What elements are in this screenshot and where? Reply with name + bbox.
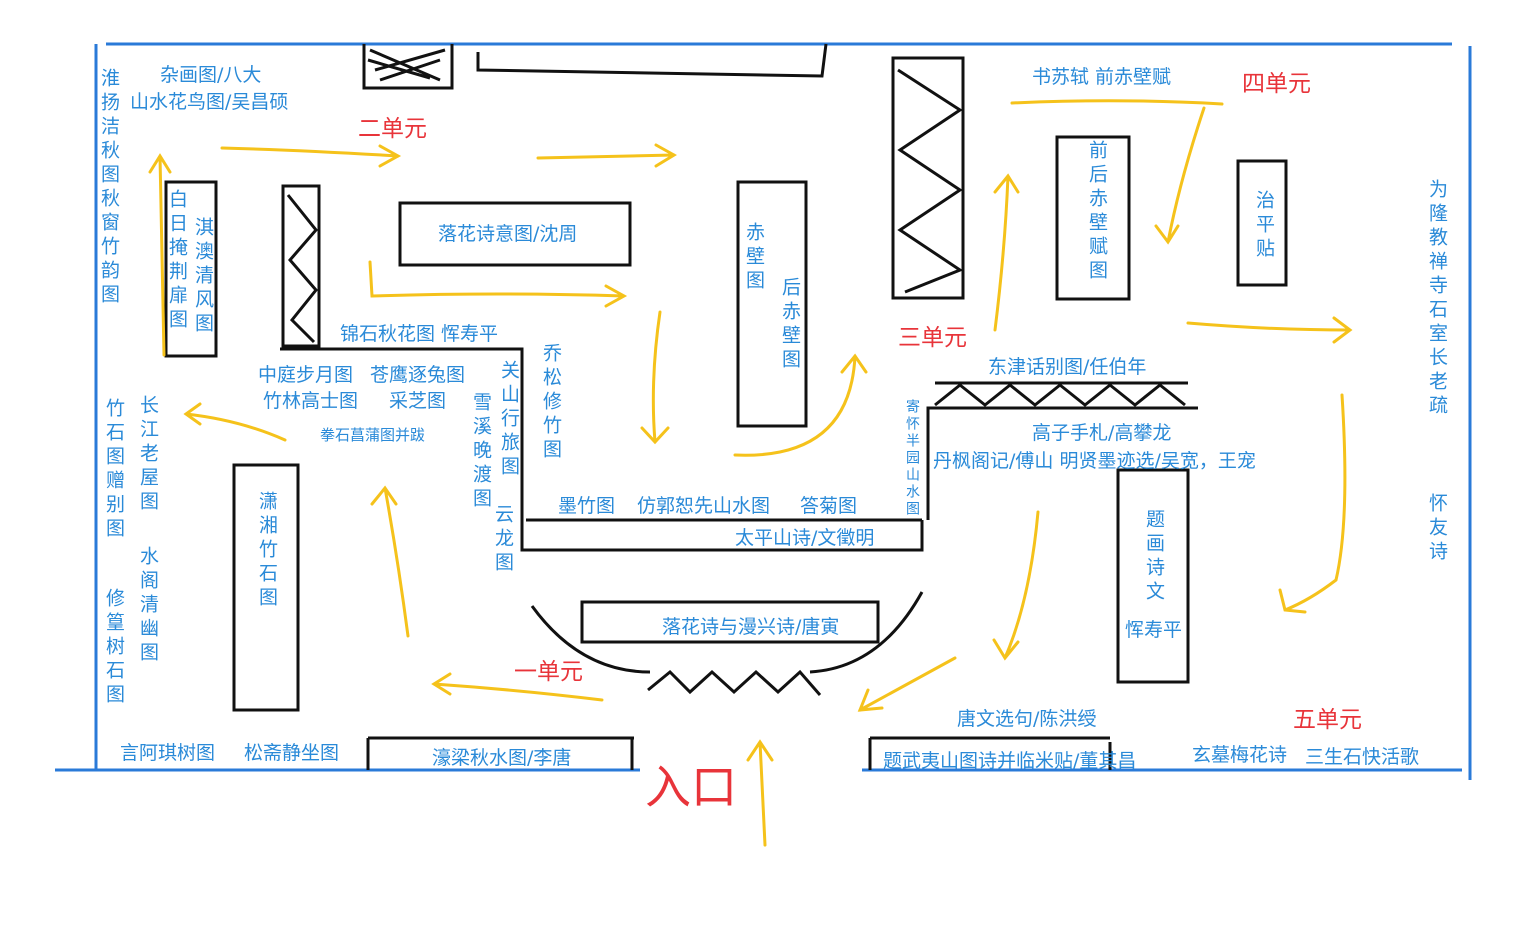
artwork-label: 落花诗与漫兴诗/唐寅 <box>662 616 840 638</box>
artwork-label-vertical: 乔松修竹图 <box>540 343 562 463</box>
artwork-label: 锦石秋花图 恽寿平 <box>340 323 499 345</box>
artwork-label: 三生石快活歌 <box>1305 746 1420 768</box>
artwork-label: 墨竹图 <box>558 495 616 517</box>
artwork-label-vertical: 竹石图赠别图 <box>103 398 125 542</box>
artwork-label: 太平山诗/文徵明 <box>735 527 875 549</box>
artwork-label: 山水花鸟图/吴昌硕 <box>130 91 289 113</box>
artwork-label-vertical: 题画诗文 <box>1143 509 1165 605</box>
artwork-label: 濠梁秋水图/李唐 <box>432 747 572 769</box>
artwork-label-vertical: 水阁清幽图 <box>137 546 159 666</box>
artwork-label: 中庭步月图 <box>258 364 354 386</box>
artwork-label: 采芝图 <box>389 390 447 412</box>
artwork-label: 高子手札/高攀龙 <box>1032 422 1172 444</box>
artwork-label-vertical: 治平贴 <box>1253 190 1275 262</box>
artwork-label: 竹林高士图 <box>263 390 359 412</box>
unit-label-5: 五单元 <box>1293 707 1362 733</box>
artwork-label: 杂画图/八大 <box>160 64 262 86</box>
artwork-label-vertical: 云龙图 <box>492 504 514 576</box>
unit-label-4: 四单元 <box>1242 71 1311 97</box>
artwork-label: 丹枫阁记/傅山 明贤墨迹选/吴宽，王宠 <box>933 450 1256 472</box>
unit-label-1: 一单元 <box>514 659 583 685</box>
artwork-label-vertical: 修篁树石图 <box>103 588 125 708</box>
walls <box>164 43 1288 770</box>
artwork-label: 苍鹰逐兔图 <box>370 364 466 386</box>
artwork-label-vertical: 潇湘竹石图 <box>256 491 278 611</box>
artwork-label-vertical: 赤壁图 <box>743 222 765 294</box>
artwork-label-vertical: 长江老屋图 <box>137 395 159 515</box>
artwork-label-vertical: 寄怀半园山水图 <box>904 399 920 518</box>
artwork-label: 书苏轼 前赤壁赋 <box>1032 66 1172 88</box>
artwork-label: 玄墓梅花诗 <box>1192 744 1288 766</box>
hatched-walls <box>286 48 1186 696</box>
artwork-label-vertical: 白日掩荆扉图 <box>166 189 188 333</box>
artwork-label: 拳石菖蒲图并跋 <box>320 426 426 444</box>
artwork-label: 言阿琪树图 <box>120 742 216 764</box>
artwork-label-vertical: 关山行旅图 <box>498 360 520 480</box>
artwork-label: 答菊图 <box>800 495 858 517</box>
artwork-label: 唐文选句/陈洪绶 <box>957 708 1097 730</box>
outer-border <box>55 42 1472 780</box>
unit-label-3: 三单元 <box>898 325 967 351</box>
artwork-label: 落花诗意图/沈周 <box>438 223 578 245</box>
artwork-label-vertical: 雪溪晚渡图 <box>470 392 492 512</box>
artwork-label-vertical: 怀友诗 <box>1426 493 1448 565</box>
artwork-label-vertical: 淇澳清风图 <box>192 217 214 337</box>
artwork-label: 东津话别图/任伯年 <box>988 356 1147 378</box>
artwork-label: 松斋静坐图 <box>244 742 340 764</box>
entrance-label: 入口 <box>645 760 737 814</box>
route-arrows <box>148 99 1353 847</box>
artwork-label-vertical: 淮扬洁秋图秋窗竹韵图 <box>98 68 120 308</box>
artwork-label-vertical: 前后赤壁赋图 <box>1086 140 1108 284</box>
artwork-label-vertical: 后赤壁图 <box>779 277 801 373</box>
artwork-label-vertical: 为隆教禅寺石室长老疏 <box>1426 179 1448 419</box>
unit-label-2: 二单元 <box>358 116 427 142</box>
artwork-label: 题武夷山图诗并临米贴/董其昌 <box>883 750 1137 772</box>
artwork-label: 恽寿平 <box>1125 619 1183 641</box>
artwork-label: 仿郭恕先山水图 <box>637 495 771 517</box>
